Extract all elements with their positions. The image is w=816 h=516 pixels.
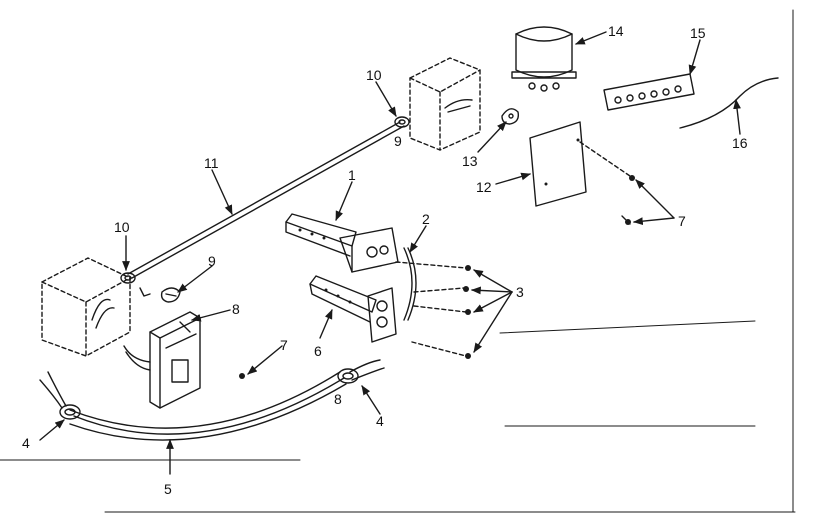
callout-10-lower: 10 <box>114 219 130 235</box>
callout-2: 2 <box>422 211 430 227</box>
frame-lines <box>0 9 796 513</box>
callout-11: 11 <box>204 155 219 171</box>
wire-harness <box>39 359 385 441</box>
connector-left <box>59 404 81 420</box>
callout-labels: 1 2 3 4 4 5 6 7 7 8 8 9 9 10 10 11 12 13… <box>22 23 748 497</box>
callout-7-lower: 7 <box>280 337 288 353</box>
callout-3: 3 <box>516 284 524 300</box>
screw-part-9 <box>160 287 181 303</box>
callout-9-grommet: 9 <box>394 133 402 149</box>
lead-wire <box>679 77 779 129</box>
callout-12: 12 <box>476 179 492 195</box>
callout-8-switch: 8 <box>232 301 240 317</box>
callout-4-left: 4 <box>22 435 30 451</box>
bracket-upper <box>285 213 399 273</box>
grommet-upper <box>394 116 410 128</box>
terminal-strip <box>603 73 695 111</box>
thermostat-arc <box>403 247 417 321</box>
screw-near-switch <box>239 373 245 379</box>
callout-15: 15 <box>690 25 706 41</box>
nut-part-13 <box>501 108 520 125</box>
callout-14: 14 <box>608 23 624 39</box>
callout-7-upper: 7 <box>678 213 686 229</box>
capillary-tube <box>127 121 405 279</box>
bracket-lower <box>309 275 397 343</box>
lower-terminal-box <box>41 257 131 357</box>
callout-16: 16 <box>732 135 748 151</box>
screws-upper-right <box>621 175 635 225</box>
callout-4-right: 4 <box>376 413 384 429</box>
callout-10-upper: 10 <box>366 67 382 83</box>
callout-13: 13 <box>462 153 478 169</box>
screws-part-3 <box>395 261 471 359</box>
callout-8-harness: 8 <box>334 391 342 407</box>
control-switch <box>123 311 201 409</box>
leader-lines <box>39 31 741 475</box>
callout-9-screw: 9 <box>208 253 216 269</box>
grommet-lower <box>120 272 136 284</box>
capacitor <box>511 26 577 92</box>
callout-5: 5 <box>164 481 172 497</box>
screw-part-9b <box>139 287 151 297</box>
upper-terminal-box <box>409 57 481 151</box>
callout-1: 1 <box>348 167 356 183</box>
connector-right <box>337 368 359 384</box>
mounting-plate <box>529 121 631 207</box>
callout-6: 6 <box>314 343 322 359</box>
